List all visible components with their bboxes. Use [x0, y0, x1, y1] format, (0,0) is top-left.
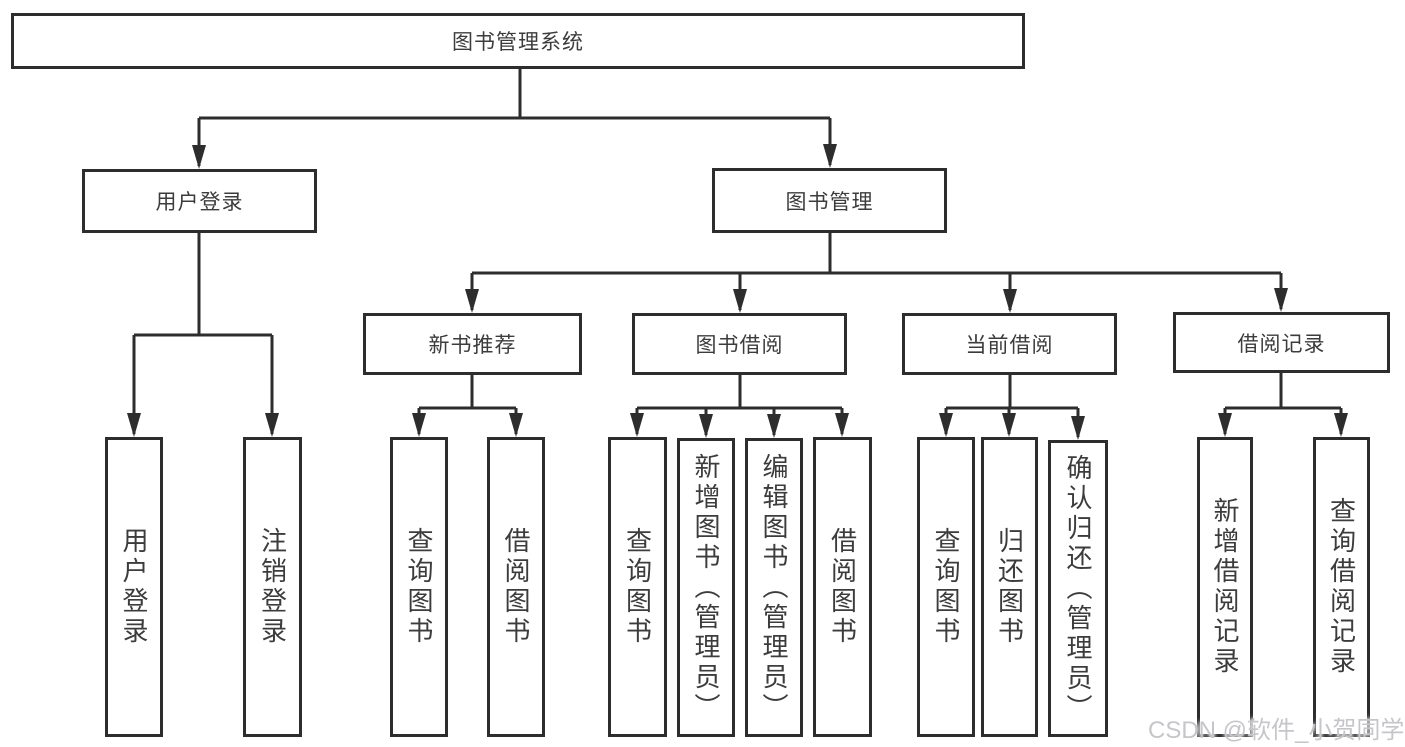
node-new-book-recommendation: 新书推荐 — [363, 313, 582, 375]
arrowhead-icon — [1071, 416, 1085, 440]
connector-segments — [132, 69, 1343, 437]
node-borrowing-records: 借阅记录 — [1173, 312, 1390, 373]
arrowhead-icon — [733, 289, 747, 313]
node-user-login: 用户登录 — [82, 169, 317, 233]
arrowhead-icon — [265, 413, 279, 437]
leaf-query-books-recommend: 查询图书 — [390, 437, 448, 737]
node-book-management: 图书管理 — [712, 168, 947, 233]
csdn-watermark: CSDN @软件_小贺同学 — [1148, 717, 1405, 744]
arrowhead-icon — [699, 414, 713, 438]
leaf-user-login: 用户登录 — [105, 437, 163, 737]
node-current-borrowing: 当前借阅 — [902, 313, 1117, 375]
arrowhead-icon — [509, 413, 523, 437]
node-library-management-system: 图书管理系统 — [11, 13, 1025, 69]
arrowheads — [127, 144, 1348, 440]
leaf-borrow-books: 借阅图书 — [813, 437, 872, 737]
arrowhead-icon — [1002, 413, 1016, 437]
arrowhead-icon — [127, 413, 141, 437]
node-book-borrowing: 图书借阅 — [632, 313, 847, 375]
arrowhead-icon — [412, 413, 426, 437]
arrowhead-icon — [630, 413, 644, 437]
leaf-add-books-admin: 新增图书（管理员） — [677, 438, 735, 737]
arrowhead-icon — [465, 289, 479, 313]
leaf-query-books-borrowing: 查询图书 — [608, 437, 667, 737]
arrowhead-icon — [767, 414, 781, 438]
leaf-confirm-return-admin: 确认归还（管理员） — [1048, 440, 1108, 737]
leaf-edit-books-admin: 编辑图书（管理员） — [745, 438, 803, 737]
arrowhead-icon — [835, 413, 849, 437]
leaf-query-books-current: 查询图书 — [917, 437, 975, 737]
arrowhead-icon — [1003, 289, 1017, 313]
arrowhead-icon — [192, 145, 206, 169]
leaf-add-borrow-record: 新增借阅记录 — [1197, 437, 1253, 737]
arrowhead-icon — [939, 413, 953, 437]
leaf-logout: 注销登录 — [243, 437, 302, 737]
leaf-query-borrow-record: 查询借阅记录 — [1313, 437, 1370, 737]
arrowhead-icon — [823, 144, 837, 168]
arrowhead-icon — [1274, 288, 1288, 312]
arrowhead-icon — [1218, 413, 1232, 437]
arrowhead-icon — [1334, 413, 1348, 437]
leaf-return-books: 归还图书 — [981, 437, 1038, 737]
leaf-borrow-books-recommend: 借阅图书 — [487, 437, 545, 737]
